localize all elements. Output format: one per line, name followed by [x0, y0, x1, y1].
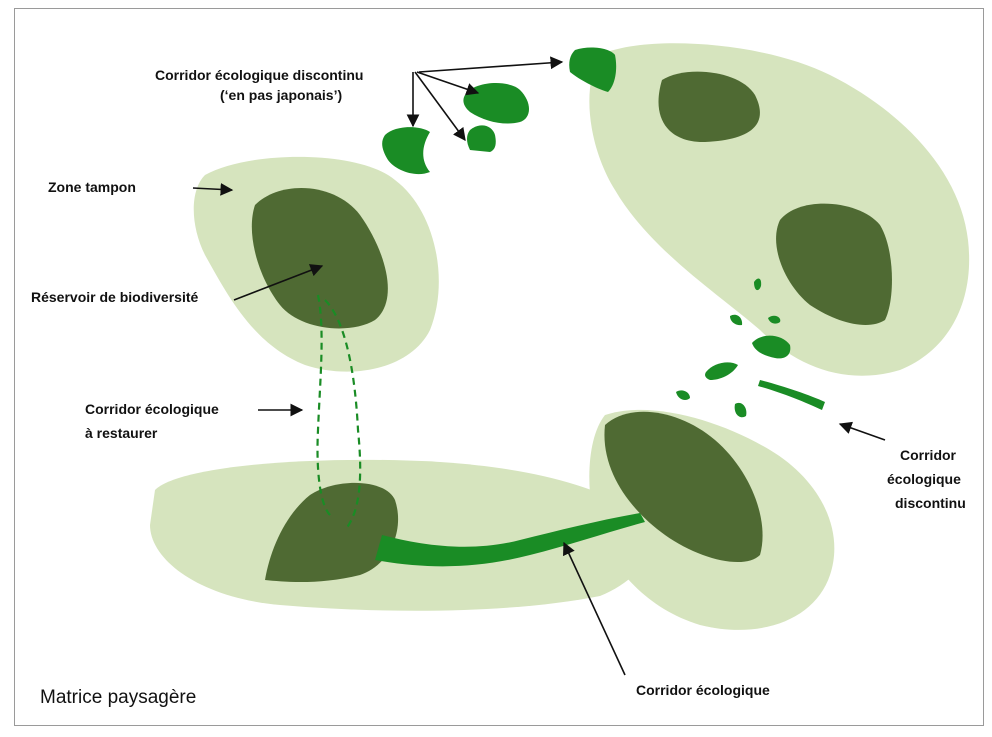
arrow-top-3	[417, 72, 478, 93]
stepping-stone-12	[735, 403, 747, 417]
label-matrix: Matrice paysagère	[40, 687, 196, 708]
label-discontinuous-right-line3: discontinu	[895, 495, 966, 511]
label-reservoir: Réservoir de biodiversité	[31, 289, 199, 305]
stepping-stone-4	[569, 48, 616, 92]
stepping-stone-6	[730, 315, 742, 325]
label-discontinuous-top-line2: (‘en pas japonais’)	[220, 87, 342, 103]
label-restore-line1: Corridor écologique	[85, 401, 219, 417]
stepping-stone-3	[463, 83, 529, 124]
stepping-stone-9	[705, 362, 738, 380]
stepping-stone-11	[758, 380, 825, 410]
label-discontinuous-right-line2: écologique	[887, 471, 961, 487]
buffer-zone-right	[589, 43, 969, 375]
label-restore-line2: à restaurer	[85, 425, 158, 441]
label-corridor: Corridor écologique	[636, 682, 770, 698]
label-discontinuous-right-line1: Corridor	[900, 447, 957, 463]
stepping-stone-10	[676, 390, 690, 400]
stepping-stone-1	[382, 127, 430, 174]
arrow-top-4	[419, 62, 562, 72]
stepping-stone-2	[467, 125, 496, 152]
label-discontinuous-top-line1: Corridor écologique discontinu	[155, 67, 363, 83]
arrow-discontinuous-right	[840, 424, 885, 440]
label-buffer-zone: Zone tampon	[48, 179, 136, 195]
